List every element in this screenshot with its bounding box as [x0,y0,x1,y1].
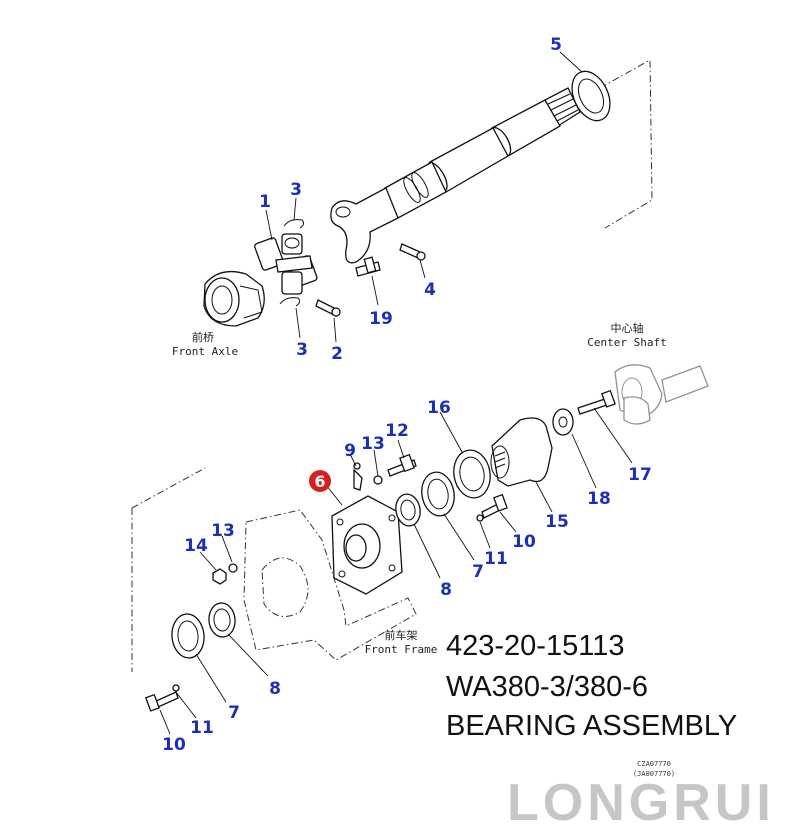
front-frame-label-en: Front Frame [365,643,438,656]
callout-7-lower: 7 [228,703,240,723]
longrui-watermark: LONGRUI [507,774,775,831]
callout-6-highlighted: 6 [314,472,325,491]
callout-9: 9 [344,441,356,461]
front-axle-label-cn: 前桥 [192,330,214,344]
bearing-drawing [131,389,616,712]
part-description: BEARING ASSEMBLY [446,710,737,742]
callout-7-upper: 7 [472,562,484,582]
callout-12: 12 [385,421,409,441]
shaft-drawing [203,59,653,327]
model-number: WA380-3/380-6 [446,671,648,703]
front-frame-label-cn: 前车架 [385,628,418,642]
callout-11-lower: 11 [190,718,214,738]
upper-leader-lines [265,51,583,343]
callout-14: 14 [184,536,208,556]
title-block: 423-20-15113 WA380-3/380-6 BEARING ASSEM… [446,630,737,778]
callout-numbers: 5 1 3 4 19 3 2 16 9 13 12 17 18 15 10 11… [162,35,652,755]
callout-3-upper: 3 [290,180,302,200]
callout-4: 4 [424,280,436,300]
callout-16: 16 [427,398,451,418]
callout-8-upper: 8 [440,580,452,600]
callout-3-lower: 3 [296,340,308,360]
assembly-labels: 前桥 Front Axle 中心轴 Center Shaft 前车架 Front… [172,321,667,656]
callout-13-lower: 13 [211,521,235,541]
callout-19: 19 [369,309,393,329]
callout-13-upper: 13 [361,434,385,454]
center-shaft-label-en: Center Shaft [587,336,666,349]
callout-2: 2 [331,344,343,364]
callout-8-lower: 8 [269,679,281,699]
center-shaft-drawing [614,364,709,425]
callout-18: 18 [587,489,611,509]
front-axle-label-en: Front Axle [172,345,238,358]
drawing-code: CZA07770 [637,760,671,768]
center-shaft-label-cn: 中心轴 [611,321,644,335]
callout-15: 15 [545,512,569,532]
callout-1: 1 [259,192,271,212]
callout-5: 5 [550,35,562,55]
callout-11-upper: 11 [484,549,508,569]
callout-17: 17 [628,465,652,485]
callout-10-lower: 10 [162,735,186,755]
drawing-code-alt: (JA007770) [633,770,675,778]
highlight-callout-marker [309,470,331,492]
callout-10-upper: 10 [512,532,536,552]
part-number: 423-20-15113 [446,630,624,662]
